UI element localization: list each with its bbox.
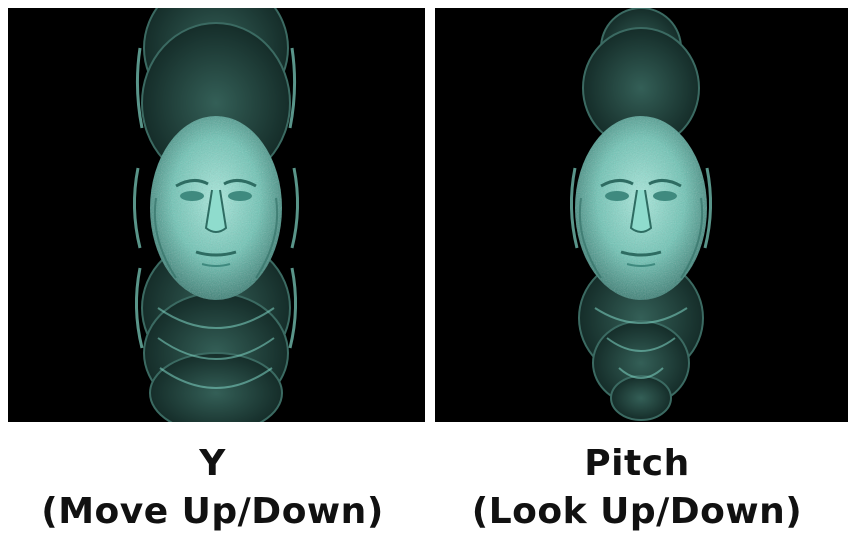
face-scan-panel-y: [8, 8, 425, 422]
face-scan-pitch-rotation-icon: [435, 8, 848, 422]
caption-y: Y (Move Up/Down): [0, 440, 425, 536]
face-scan-panel-pitch: [435, 8, 848, 422]
caption-pitch: Pitch (Look Up/Down): [425, 440, 849, 536]
caption-pitch-subtitle: (Look Up/Down): [425, 488, 849, 536]
face-scan-vertical-translation-icon: [8, 8, 425, 422]
caption-y-title: Y: [0, 440, 425, 488]
caption-y-subtitle: (Move Up/Down): [0, 488, 425, 536]
caption-pitch-title: Pitch: [425, 440, 849, 488]
